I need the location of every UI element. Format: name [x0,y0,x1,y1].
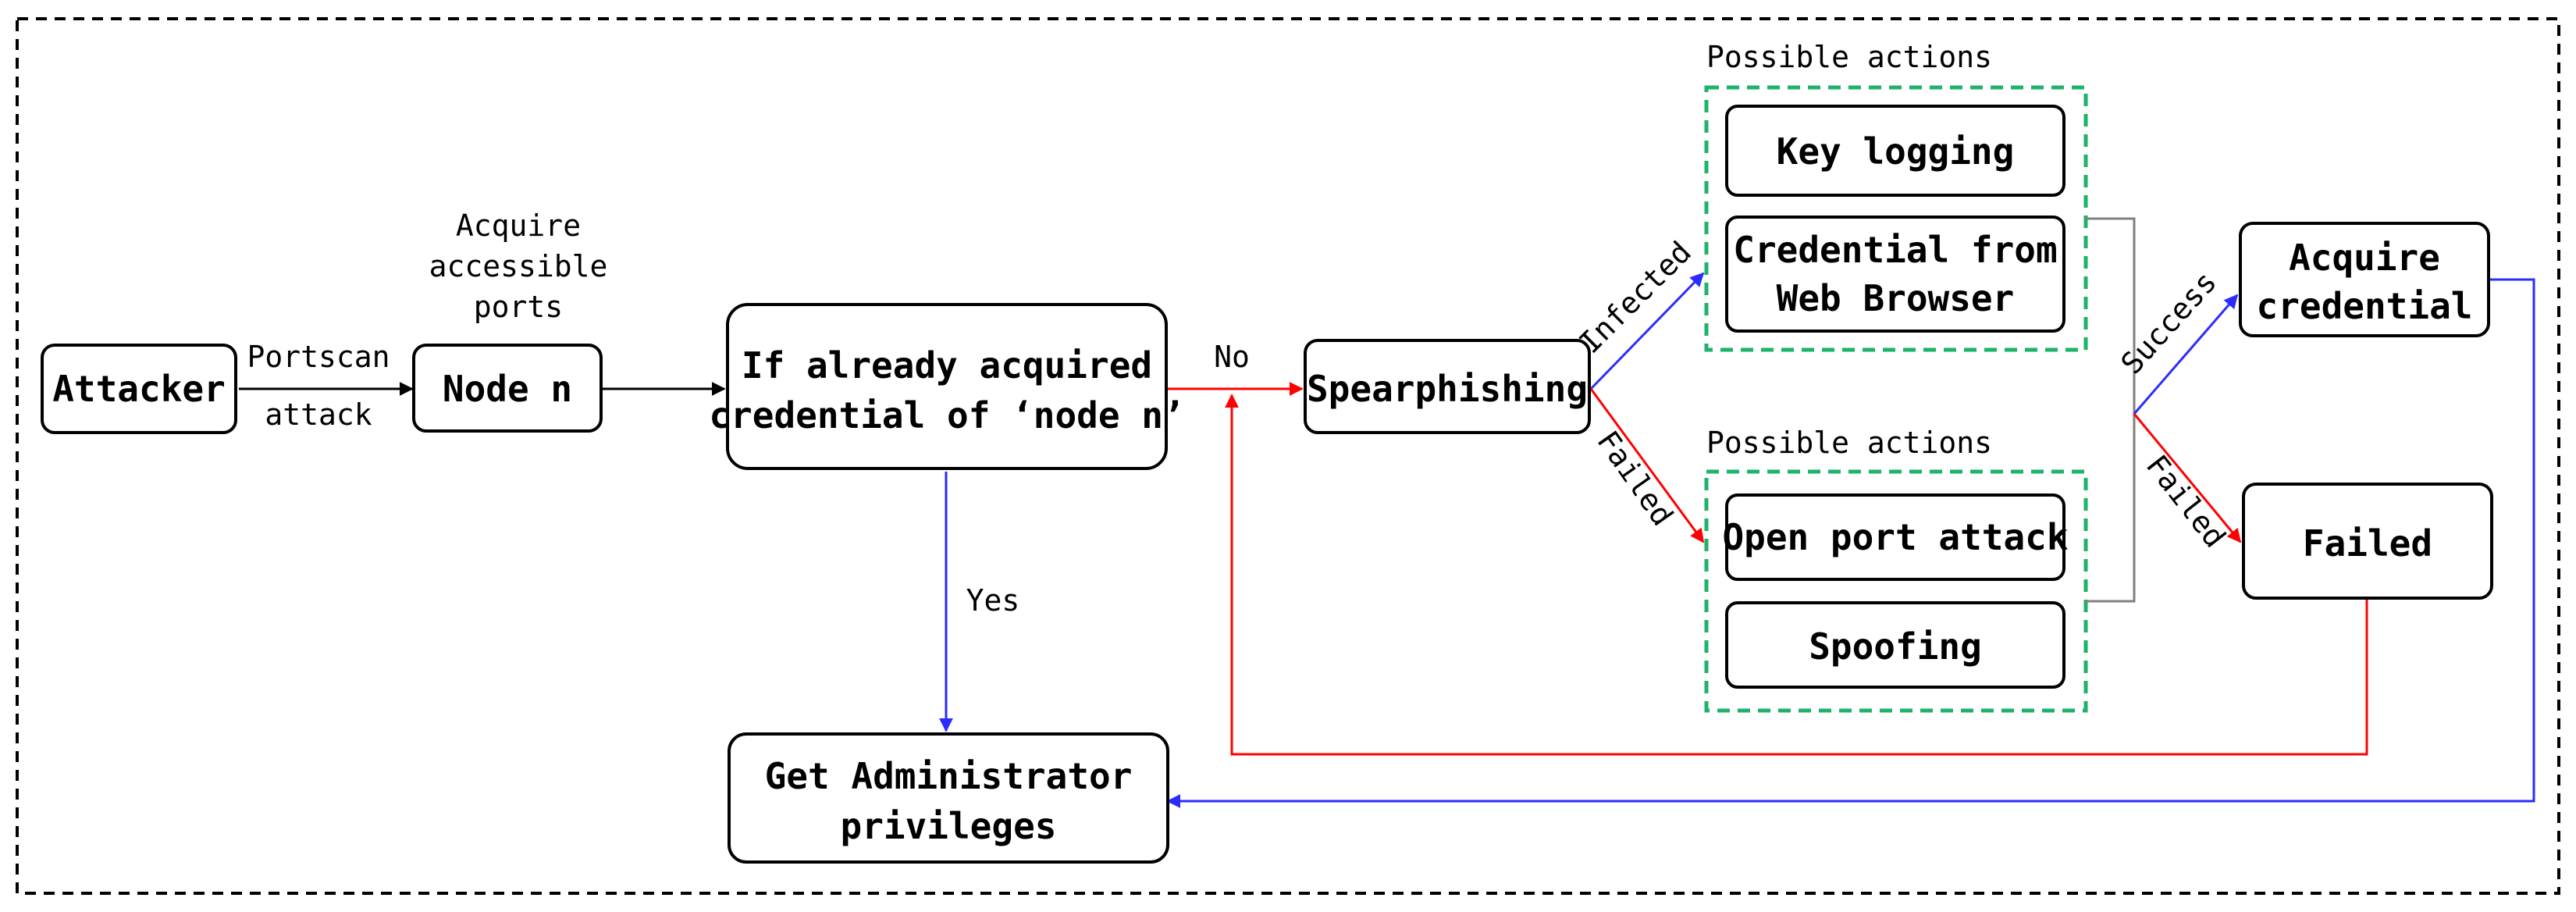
spearphishing-box: Spearphishing [1304,339,1591,434]
credential-browser-box: Credential from Web Browser [1725,216,2065,333]
possible-actions-top-label: Possible actions [1706,40,1992,74]
spearphishing-label: Spearphishing [1307,368,1588,410]
spoofing-label: Spoofing [1809,625,1982,668]
acquire-ports-line-1: Acquire [456,208,581,243]
credential-browser-line-2: Web Browser [1777,277,2015,319]
yes-label: Yes [966,583,1020,618]
credential-browser-line-1: Credential from [1733,229,2057,271]
decision-box: If already acquired credential of ‘node … [709,303,1185,470]
possible-actions-bottom-label: Possible actions [1706,426,1992,460]
edge-success [2133,294,2239,415]
edge-failed-branch [1589,388,1705,543]
edge-failed-loop [1225,394,2368,756]
get-admin-box: Get Administrator privileges [728,732,1169,864]
edge-gray-bracket [2086,217,2136,603]
portscan-label-line-2: attack [265,397,372,432]
attacker-label: Attacker [52,368,226,410]
edge-failed-right [2133,413,2242,543]
node-n-box: Node n [412,344,603,433]
get-admin-line-2: privileges [841,805,1057,847]
portscan-label-line-1: Portscan [247,340,390,374]
outer-frame [16,17,2560,895]
decision-line-1: If already acquired [742,344,1152,387]
possible-actions-group-bottom [1704,469,2088,713]
open-port-attack-box: Open port attack [1722,493,2069,581]
acquire-ports-line-3: ports [474,290,563,324]
key-logging-label: Key logging [1777,130,2015,173]
success-label: Success [2114,265,2223,380]
acquire-ports-line-2: accessible [429,249,608,283]
acquire-credential-line-1: Acquire [2289,237,2440,279]
failed-branch-label: Failed [1590,425,1680,533]
failed-label: Failed [2303,522,2432,565]
connectors [239,217,2535,808]
attacker-box: Attacker [41,344,237,434]
failed-right-label: Failed [2140,448,2233,554]
edge-infected [1589,272,1705,390]
edge-credential-loop [1166,278,2535,808]
acquire-credential-line-2: credential [2257,285,2473,327]
decision-line-2: credential of ‘node n’ [709,394,1184,436]
acquire-credential-box: Acquire credential [2239,222,2490,337]
get-admin-line-1: Get Administrator [765,755,1133,797]
key-logging-box: Key logging [1725,105,2065,197]
failed-box: Failed [2242,483,2493,600]
node-n-label: Node n [443,368,572,410]
open-port-attack-label: Open port attack [1722,516,2068,558]
no-label: No [1214,340,1250,374]
spoofing-box: Spoofing [1725,601,2065,689]
